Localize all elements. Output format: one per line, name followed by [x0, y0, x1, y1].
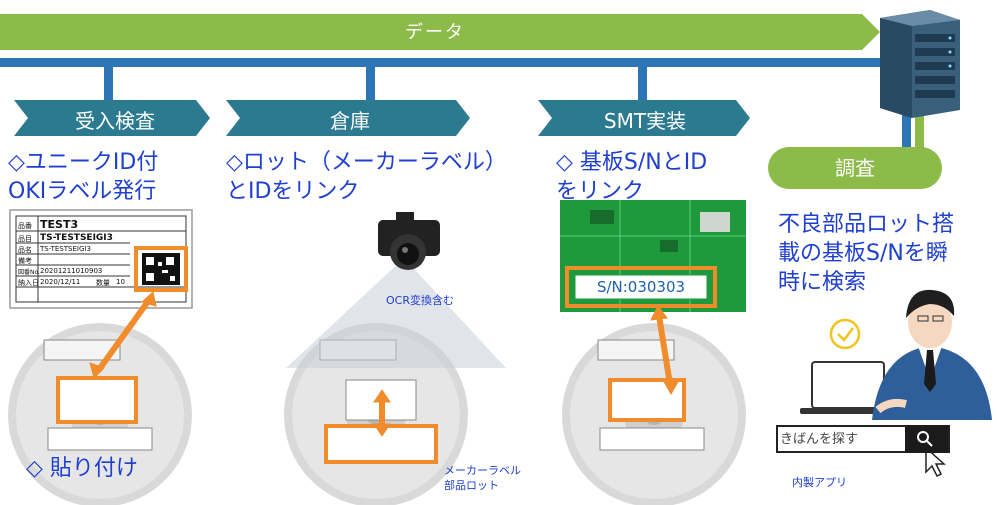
investigation-note-line3: 時に検索 — [778, 270, 867, 295]
label-card-row-key: 品目 — [18, 235, 32, 243]
server-icon — [880, 10, 960, 118]
step-receiving-label: 受入検査 — [75, 109, 155, 133]
smt-note-line2: をリンク — [556, 179, 645, 204]
inhouse-app-note: 内製アプリ — [792, 476, 847, 489]
label-card-row-key: 納入日 — [18, 279, 39, 287]
label-card-row-key: 備考 — [18, 257, 32, 265]
reel-warehouse — [284, 323, 468, 505]
warehouse-note-line1: ◇ロット（メーカーラベル） — [226, 150, 507, 175]
label-card-qty-label: 数量 — [96, 279, 110, 287]
sn-highlight — [565, 266, 717, 308]
label-card-row-key: 品名 — [18, 246, 32, 254]
warehouse-note-line2: とIDをリンク — [226, 179, 360, 204]
paste-note: ◇ 貼り付け — [26, 456, 138, 481]
search-button[interactable] — [905, 425, 948, 453]
receiving-note-line1: ◇ユニークID付 — [8, 150, 159, 175]
step-warehouse-label: 倉庫 — [330, 109, 370, 133]
cursor-icon — [925, 446, 946, 478]
maker-label-note-line2: 部品ロット — [444, 479, 499, 492]
person-icon — [872, 289, 992, 420]
search-icon — [917, 431, 933, 447]
chevron-warehouse — [226, 100, 470, 136]
chevron-receiving — [14, 100, 210, 136]
investigation-note-line1: 不良部品ロット搭 — [778, 212, 955, 237]
qr-code-icon — [142, 253, 180, 285]
maker-label-note-line1: メーカーラベル — [444, 464, 521, 477]
qr-highlight — [134, 246, 188, 292]
link-arrows — [89, 291, 680, 437]
receiving-note-line2: OKIラベル発行 — [8, 179, 157, 204]
label-card-row-value: TS-TESTSEIGI3 — [40, 245, 91, 253]
label-card-row-value: TS-TESTSEIGI3 — [40, 233, 113, 243]
label-card-qty-value: 10 — [116, 278, 125, 286]
camera-icon — [378, 212, 440, 270]
label-card-row-value: 2020/12/11 — [40, 278, 81, 286]
laptop-icon — [800, 361, 896, 414]
step-smt-label: SMT実装 — [603, 109, 687, 133]
label-card-row-key: 品番 — [18, 222, 32, 230]
serial-number-text: S/N:030303 — [596, 278, 686, 296]
label-card-title: TEST3 — [40, 218, 79, 231]
investigation-step-label: 調査 — [768, 147, 942, 189]
check-circle-icon — [829, 318, 861, 350]
label-card-row-value: 20201211010903 — [40, 267, 103, 275]
reel-smt — [562, 323, 746, 505]
label-card-row-key: 図番No. — [18, 269, 40, 276]
data-arrow — [0, 14, 880, 50]
investigation-note-line2: 載の基板S/Nを瞬 — [778, 241, 948, 266]
smt-note-line1: ◇ 基板S/NとID — [556, 150, 708, 175]
search-placeholder: きばんを探す — [780, 432, 859, 447]
ocr-note: OCR変換含む — [386, 294, 454, 307]
reel-receiving — [8, 323, 192, 505]
data-bus-line — [0, 58, 880, 67]
chevron-smt — [538, 100, 750, 136]
camera-view-cone — [286, 258, 506, 368]
data-arrow-label: データ — [405, 22, 465, 43]
